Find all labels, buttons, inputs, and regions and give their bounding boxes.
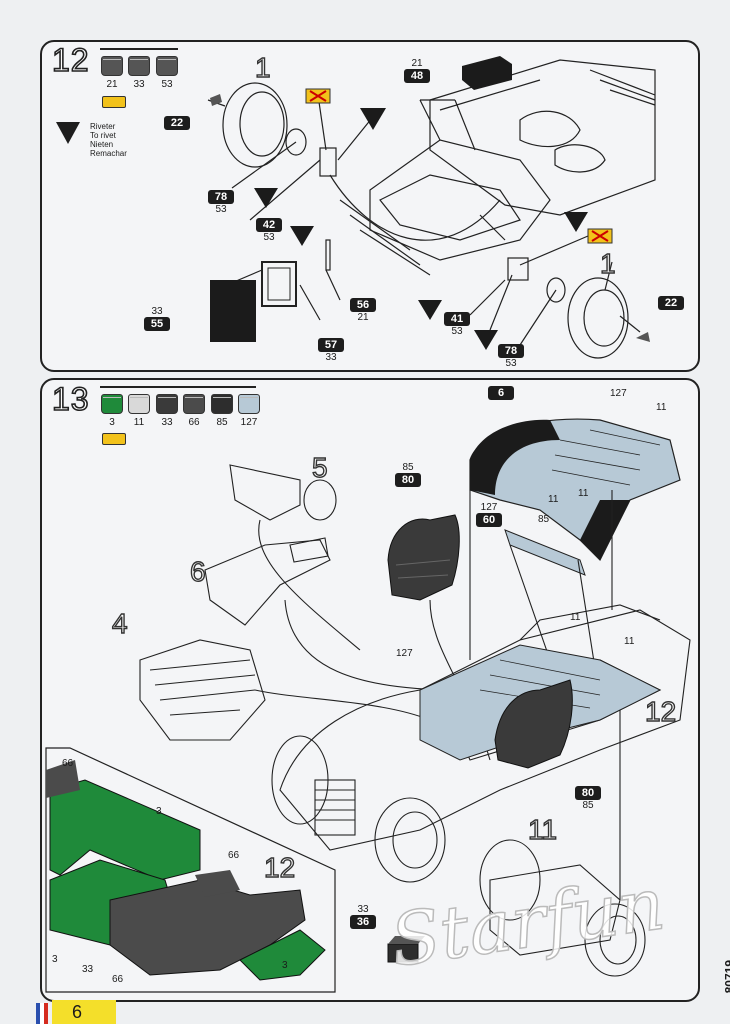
label-3: 3 xyxy=(282,960,288,971)
paint-pot-85: 85 xyxy=(211,394,233,428)
paint-pot-33: 33 xyxy=(156,394,178,428)
paint-pot-3: 3 xyxy=(101,394,123,428)
label-11: 11 xyxy=(656,402,667,413)
label-3: 3 xyxy=(52,954,58,965)
page-number-box: 6 xyxy=(52,1000,116,1024)
brush-icon xyxy=(100,48,178,50)
step-13-number: 13 xyxy=(51,380,90,418)
label-85: 85 xyxy=(538,514,550,525)
paint-pot-33: 33 xyxy=(128,56,150,90)
label-66: 66 xyxy=(112,974,124,985)
paint-pot-21: 21 xyxy=(101,56,123,90)
brush-icon xyxy=(100,386,256,388)
sub-step-1-right: 1 xyxy=(599,247,616,279)
paint-pot-66: 66 xyxy=(183,394,205,428)
sub-step-6: 6 xyxy=(189,555,206,587)
callout-6: 6 xyxy=(488,386,514,400)
sub-step-12-inset: 12 xyxy=(263,851,296,883)
sub-step-12-main: 12 xyxy=(644,695,677,727)
step-12-number: 12 xyxy=(51,41,90,79)
paint-pot-11: 11 xyxy=(128,394,150,428)
sub-step-5: 5 xyxy=(311,451,328,483)
flag-stripe-white xyxy=(40,1003,44,1024)
callout-22-left: 22 xyxy=(164,116,190,130)
page-number: 6 xyxy=(72,1002,83,1022)
label-11: 11 xyxy=(548,494,559,505)
flag-stripe-blue xyxy=(36,1003,40,1024)
label-127: 127 xyxy=(396,648,413,659)
label-11: 11 xyxy=(578,488,589,499)
rivet-legend-icon xyxy=(56,122,80,144)
glue-icon xyxy=(102,433,126,445)
label-66: 66 xyxy=(228,850,240,861)
catalog-code: 80719 xyxy=(722,960,730,994)
flag-stripe-red xyxy=(44,1003,48,1024)
paint-pot-127: 127 xyxy=(238,394,260,428)
sub-step-4: 4 xyxy=(111,607,128,639)
label-33: 33 xyxy=(82,964,94,975)
glue-icon xyxy=(102,96,126,108)
label-11: 11 xyxy=(624,636,635,647)
callout-22-right: 22 xyxy=(658,296,684,310)
label-127: 127 xyxy=(610,388,627,399)
label-66: 66 xyxy=(62,758,74,769)
label-11: 11 xyxy=(570,612,581,623)
paint-pot-53: 53 xyxy=(156,56,178,90)
label-3: 3 xyxy=(156,806,162,817)
sub-step-11: 11 xyxy=(527,813,558,845)
sub-step-1-left: 1 xyxy=(254,51,271,83)
